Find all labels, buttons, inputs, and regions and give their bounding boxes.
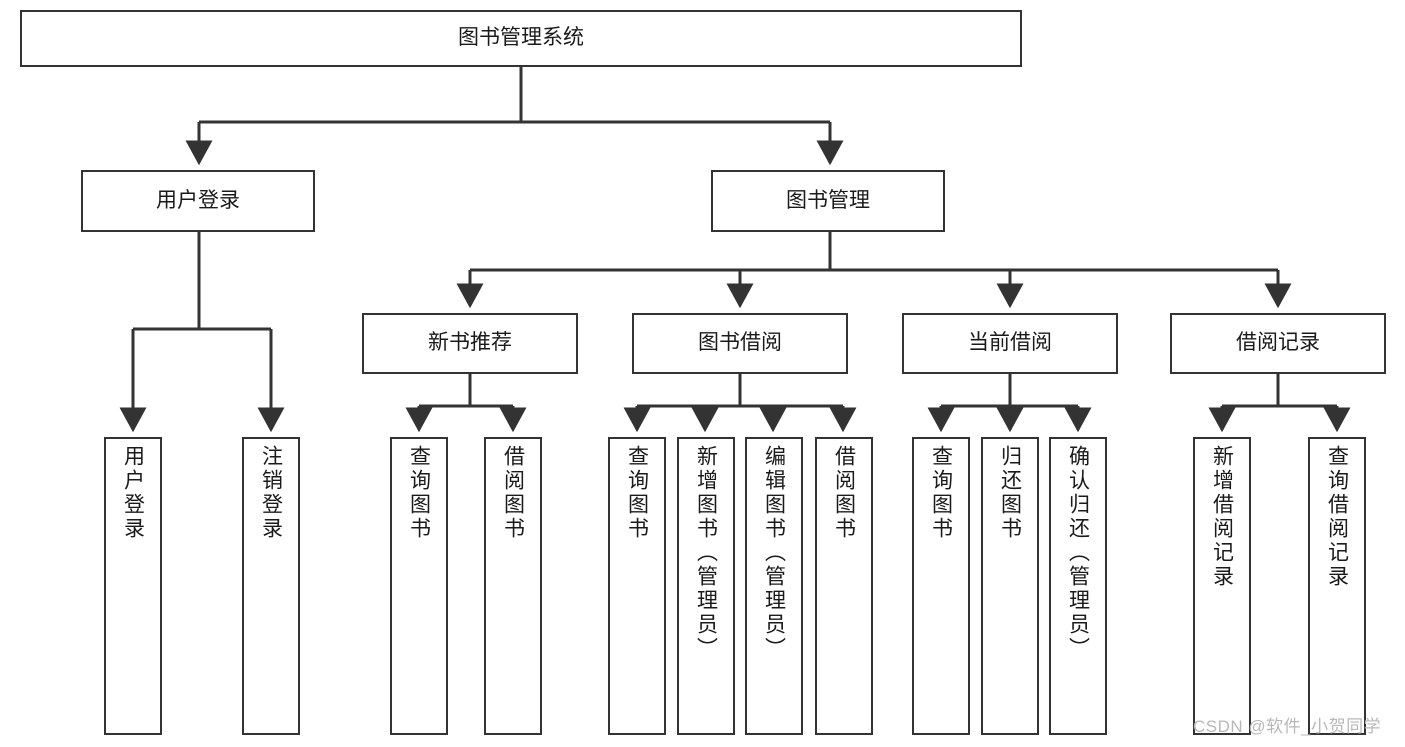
node-borrow-record[interactable]: 借阅记录 [1170,313,1386,374]
node-leaf-edit-book-admin[interactable]: 编辑图书（管理员） [745,437,803,735]
node-leaf-query-borrow-record[interactable]: 查询借阅记录 [1308,437,1366,735]
node-label: 查询借阅记录 [1325,445,1349,589]
node-label: 当前借阅 [968,331,1052,355]
node-label: 图书管理 [786,188,870,212]
node-label: 借阅记录 [1236,331,1320,355]
node-label: 归还图书 [998,445,1022,541]
node-current-borrow[interactable]: 当前借阅 [902,313,1118,374]
node-label: 查询图书 [929,445,953,541]
node-label: 查询图书 [625,445,649,541]
node-leaf-add-book-admin[interactable]: 新增图书（管理员） [677,437,735,735]
node-leaf-query-book-current[interactable]: 查询图书 [912,437,970,735]
node-label: 新增图书（管理员） [694,445,718,661]
node-label: 新书推荐 [428,331,512,355]
watermark: CSDN @软件_小贺同学 [1193,717,1382,736]
node-label: 用户登录 [156,188,240,212]
node-label: 借阅图书 [832,445,856,541]
node-leaf-query-book-borrow[interactable]: 查询图书 [608,437,666,735]
node-label: 新增借阅记录 [1210,445,1234,589]
node-label: 注销登录 [259,445,283,541]
node-new-book-recommend[interactable]: 新书推荐 [362,313,578,374]
node-leaf-query-book-new-recommend[interactable]: 查询图书 [390,437,448,735]
node-book-borrow[interactable]: 图书借阅 [632,313,848,374]
node-leaf-confirm-return-admin[interactable]: 确认归还（管理员） [1049,437,1107,735]
node-label: 图书管理系统 [458,26,584,50]
node-label: 查询图书 [407,445,431,541]
node-label: 编辑图书（管理员） [762,445,786,661]
node-leaf-return-book[interactable]: 归还图书 [981,437,1039,735]
node-leaf-borrow-book-borrow[interactable]: 借阅图书 [815,437,873,735]
node-book-management-system[interactable]: 图书管理系统 [20,10,1022,67]
node-label: 用户登录 [121,445,145,541]
node-label: 图书借阅 [698,331,782,355]
node-leaf-logout-login[interactable]: 注销登录 [242,437,300,735]
node-book-management[interactable]: 图书管理 [711,170,945,232]
node-label: 确认归还（管理员） [1066,445,1090,661]
node-label: 借阅图书 [501,445,525,541]
node-leaf-add-borrow-record[interactable]: 新增借阅记录 [1193,437,1251,735]
node-user-login[interactable]: 用户登录 [81,170,315,232]
node-leaf-user-login[interactable]: 用户登录 [104,437,162,735]
node-leaf-borrow-book-new-recommend[interactable]: 借阅图书 [484,437,542,735]
